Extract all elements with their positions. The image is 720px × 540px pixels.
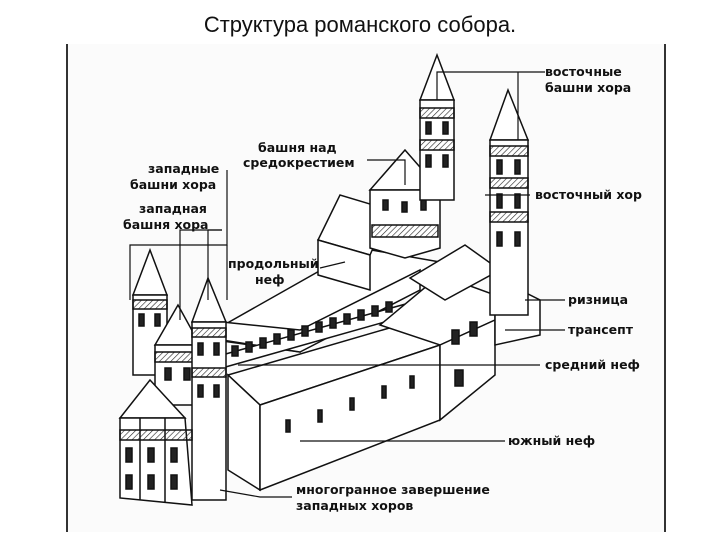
leader-lines xyxy=(129,71,565,498)
label-nave-long-1: продольный xyxy=(228,256,319,271)
label-west-towers-1: западные xyxy=(148,161,219,176)
label-south-nave: южный неф xyxy=(508,433,595,448)
label-polygonal-2: западных хоров xyxy=(296,498,413,513)
east-tower-1 xyxy=(418,52,456,201)
slide-title: Структура романского собора. xyxy=(203,12,517,37)
label-west-tower-1: западная xyxy=(139,201,207,216)
west-tower-right xyxy=(190,275,228,501)
label-crossing-1: башня над xyxy=(258,140,337,155)
label-east-towers-1: восточные xyxy=(545,64,622,79)
label-east-towers-2: башни хора xyxy=(545,80,631,95)
label-polygonal-1: многогранное завершение xyxy=(296,482,490,497)
label-middle-nave: средний неф xyxy=(545,357,640,372)
south-aisle xyxy=(226,321,442,492)
label-east-choir: восточный хор xyxy=(535,187,642,202)
east-tower-2 xyxy=(488,87,530,316)
label-sacristy: ризница xyxy=(568,292,628,307)
label-nave-long-2: неф xyxy=(255,272,285,287)
label-crossing-2: средокрестием xyxy=(243,155,355,170)
label-west-towers-2: башни хора xyxy=(130,177,216,192)
label-transept: трансепт xyxy=(568,322,634,337)
west-polygonal-apse xyxy=(118,378,193,506)
transept xyxy=(378,244,502,422)
label-west-tower-2: башня хора xyxy=(123,217,209,232)
